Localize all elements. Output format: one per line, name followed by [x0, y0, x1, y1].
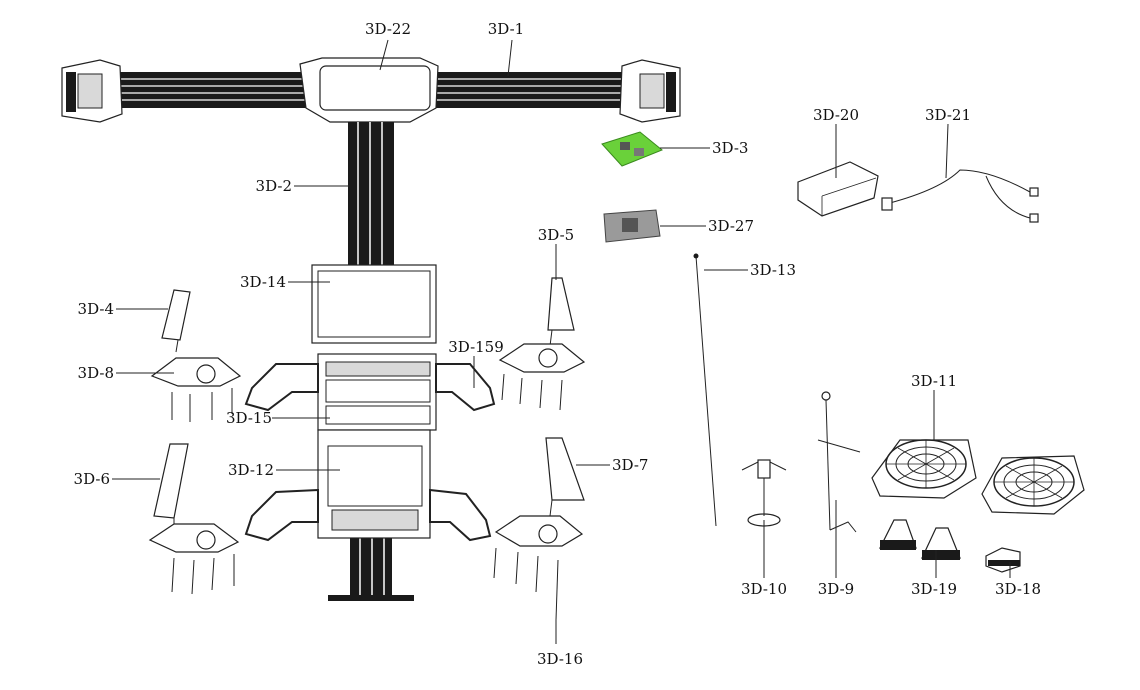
wheel-clamp-front-right: [498, 343, 586, 411]
monitor: [311, 264, 437, 344]
label-3d-12: 3D-12: [228, 461, 274, 479]
main-column: [328, 122, 414, 601]
label-3d-19: 3D-19: [911, 580, 957, 598]
label-3d-3: 3D-3: [712, 139, 748, 157]
brake-pedal-depressor: [817, 391, 861, 533]
long-rod: [693, 253, 717, 527]
power-cable: [881, 169, 1039, 223]
wheel-clamp-front-left: [150, 357, 242, 422]
target-board-rear-left: [153, 443, 189, 530]
wheel-clamp-rear-left: [148, 523, 240, 595]
center-head-unit: [299, 57, 439, 123]
cabinet: [317, 353, 437, 539]
power-adapter-box: [797, 161, 879, 217]
label-3d-1: 3D-1: [488, 20, 524, 38]
label-3d-8: 3D-8: [78, 364, 114, 382]
wheel-chocks: [879, 519, 961, 560]
label-3d-5: 3D-5: [538, 226, 574, 244]
label-3d-14: 3D-14: [240, 273, 286, 291]
label-3d-18: 3D-18: [995, 580, 1041, 598]
wheel-clamp-rear-right: [493, 515, 584, 621]
label-3d-10: 3D-10: [741, 580, 787, 598]
label-3d-7: 3D-7: [612, 456, 648, 474]
target-board-front-left: [161, 289, 191, 353]
label-3d-9: 3D-9: [818, 580, 854, 598]
steering-wheel-holder: [741, 459, 787, 527]
part-labels: 3D-22 3D-1 3D-3 3D-20 3D-21 3D-2 3D-27 3…: [74, 20, 1041, 668]
label-3d-159: 3D-159: [448, 338, 504, 356]
label-3d-15: 3D-15: [226, 409, 272, 427]
label-3d-20: 3D-20: [813, 106, 859, 124]
label-3d-16: 3D-16: [537, 650, 583, 668]
label-3d-27: 3D-27: [708, 217, 754, 235]
leader-lines: [112, 39, 1011, 644]
target-board-rear-right: [545, 437, 585, 517]
grey-circuit-board: [603, 209, 661, 243]
label-3d-22: 3D-22: [365, 20, 411, 38]
green-circuit-board: [601, 131, 663, 167]
label-3d-13: 3D-13: [750, 261, 796, 279]
label-3d-11: 3D-11: [911, 372, 957, 390]
turntable-left: [871, 439, 977, 499]
small-box: [985, 547, 1021, 573]
label-3d-4: 3D-4: [78, 300, 114, 318]
label-3d-2: 3D-2: [256, 177, 292, 195]
wheel-holder-arms: [244, 363, 496, 542]
turntable-right: [981, 455, 1085, 515]
target-board-front-right: [547, 277, 575, 347]
label-3d-21: 3D-21: [925, 106, 971, 124]
label-3d-6: 3D-6: [74, 470, 110, 488]
